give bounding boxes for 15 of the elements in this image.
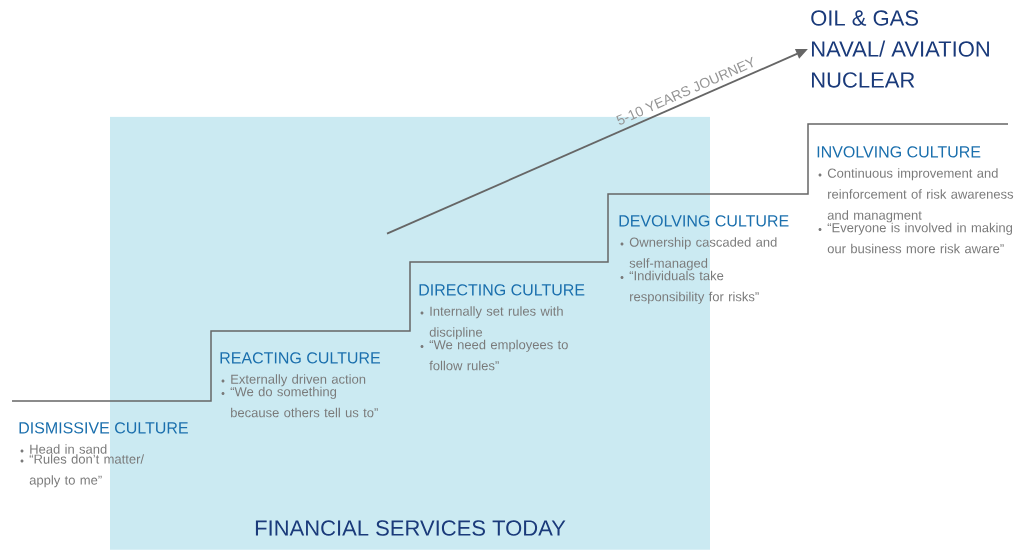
stage-heading: DISMISSIVE CULTURE [19,422,188,434]
stage-heading: REACTING CULTURE [220,352,380,364]
bullet-text: “Individuals take responsibility for risks” [629,270,759,304]
bullet-text: Internally set rules with discipline [429,306,563,340]
bullet-text: Continuous improvement and reinforcement of risk awareness and managment [827,168,1014,223]
bullet-text: “Rules don’t matter/ apply to me” [29,454,145,488]
bullet-text: Ownership cascaded and self-managed [629,237,777,271]
industry-list: OIL & GAS NAVAL/ AVIATION NUCLEAR [811,10,989,88]
stage-heading: DEVOLVING CULTURE [619,215,789,227]
bullet-text: “We do something because others tell us to” [230,386,378,418]
stage-heading: INVOLVING CULTURE [817,146,981,158]
bullet-text: Externally driven action [231,374,366,387]
bullet-text: “Everyone is involved in making our business more risk aware” [827,222,1013,254]
bullet-text: “We need employees to follow rules” [429,339,568,371]
stage-heading: DIRECTING CULTURE [419,284,585,296]
